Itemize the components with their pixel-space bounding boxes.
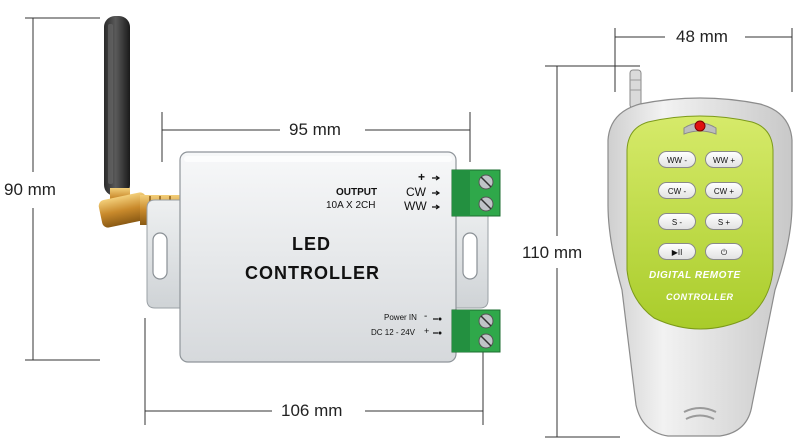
dim-110mm-line [545, 65, 640, 438]
dim-110mm-label: 110 mm [518, 243, 587, 263]
dc-voltage-label: DC 12 - 24V [371, 328, 416, 337]
antenna [98, 16, 182, 228]
output-label: OUTPUT [336, 187, 378, 198]
controller-title-line1: LED [292, 234, 331, 254]
output-terminal-block [451, 169, 501, 217]
remote-button-ww-minus[interactable]: WW - [658, 151, 696, 168]
power-minus-label: - [424, 311, 428, 322]
power-in-label: Power IN [384, 313, 417, 322]
output-ww-label: WW [404, 199, 427, 213]
dim-48mm-line [614, 28, 793, 92]
output-spec-label: 10A X 2CH [326, 200, 376, 211]
power-plus-label: + [424, 326, 430, 336]
remote-control [607, 69, 793, 437]
remote-button-cw-plus[interactable]: CW + [705, 182, 743, 199]
controller-title-line2: CONTROLLER [245, 263, 380, 283]
dim-90mm-line [25, 17, 100, 361]
remote-button-cw-minus[interactable]: CW - [658, 182, 696, 199]
controller-box [146, 151, 489, 363]
remote-brand-line1: DIGITAL REMOTE [649, 270, 741, 281]
dim-95mm-line [161, 112, 471, 162]
dim-48mm-label: 48 mm [672, 27, 732, 47]
remote-button-play-pause[interactable]: ▶II [658, 243, 696, 260]
dim-95mm-label: 95 mm [285, 120, 345, 140]
remote-brand-line2: CONTROLLER [666, 292, 734, 302]
remote-button-power[interactable]: ⏻ [705, 243, 743, 260]
remote-button-s-plus[interactable]: S + [705, 213, 743, 230]
dim-106mm-label: 106 mm [277, 401, 347, 421]
remote-button-ww-plus[interactable]: WW + [705, 151, 743, 168]
power-terminal-block [451, 309, 501, 353]
remote-button-s-minus[interactable]: S - [658, 213, 696, 230]
dim-90mm-label: 90 mm [0, 180, 60, 200]
output-plus-label: + [418, 170, 426, 184]
output-cw-label: CW [406, 185, 426, 199]
